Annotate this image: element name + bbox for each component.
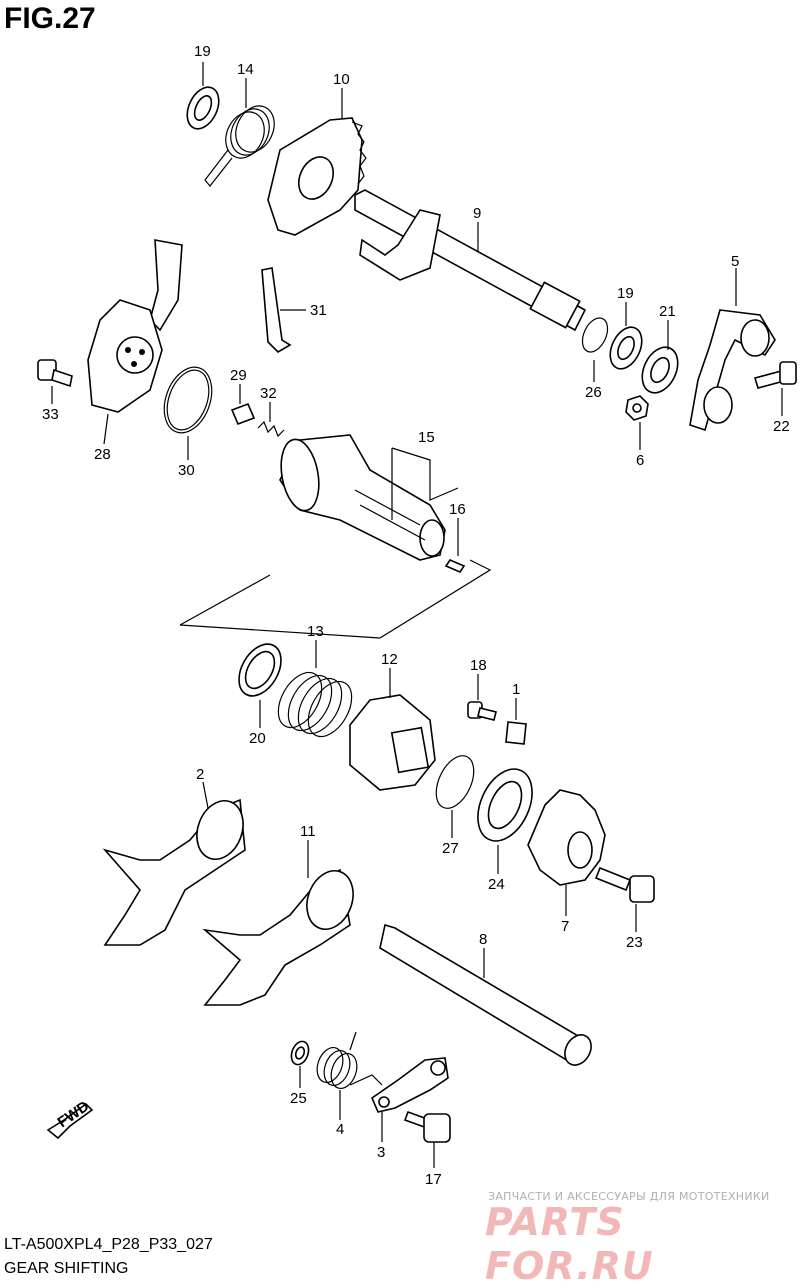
- part-24-bearing[interactable]: [467, 760, 543, 849]
- part-12-stopper[interactable]: [349, 694, 436, 791]
- callout-31[interactable]: 31: [310, 302, 327, 319]
- callout-32[interactable]: 32: [260, 385, 277, 402]
- part-26-circlip[interactable]: [577, 314, 612, 356]
- part-4-spring[interactable]: [313, 1031, 383, 1092]
- part-7-gear[interactable]: [527, 789, 606, 886]
- callout-17[interactable]: 17: [425, 1171, 442, 1188]
- part-27-circlip[interactable]: [429, 750, 482, 814]
- watermark-tagline: ЗАПЧАСТИ И АКСЕССУАРЫ ДЛЯ МОТОТЕХНИКИ: [488, 1190, 770, 1203]
- part-14-spring[interactable]: [204, 100, 281, 187]
- part-28-cover[interactable]: [87, 239, 183, 413]
- assembly-bracket-outline: [179, 559, 492, 639]
- part-1-nut[interactable]: [505, 721, 527, 745]
- callout-13[interactable]: 13: [307, 623, 324, 640]
- callout-8[interactable]: 8: [479, 931, 487, 948]
- callout-29[interactable]: 29: [230, 367, 247, 384]
- callout-labels: 19 14 10 9 31 5 19 21 26 22 6 33 28 30 2…: [42, 43, 790, 1188]
- callout-5[interactable]: 5: [731, 253, 739, 270]
- part-20-washer[interactable]: [230, 637, 289, 703]
- part-22-bolt[interactable]: [753, 361, 797, 389]
- part-9-shift-shaft[interactable]: [354, 189, 587, 332]
- callout-19-top[interactable]: 19: [194, 43, 211, 60]
- callout-16[interactable]: 16: [449, 501, 466, 518]
- part-5-link-arm[interactable]: [689, 309, 776, 432]
- part-6-nut[interactable]: [625, 395, 649, 421]
- part-15-cam-drum[interactable]: [276, 434, 446, 561]
- part-25-washer[interactable]: [288, 1039, 311, 1067]
- callout-9[interactable]: 9: [473, 205, 481, 222]
- callout-14[interactable]: 14: [237, 61, 254, 78]
- callout-30[interactable]: 30: [178, 462, 195, 479]
- part-11-shift-fork[interactable]: [202, 864, 361, 1006]
- part-29-pin[interactable]: [230, 402, 256, 426]
- callout-18[interactable]: 18: [470, 657, 487, 674]
- callout-6[interactable]: 6: [636, 452, 644, 469]
- watermark-logo: PARTS FOR.RU: [485, 1200, 654, 1288]
- callout-15[interactable]: 15: [418, 429, 435, 446]
- part-16-pin[interactable]: [444, 559, 466, 573]
- callout-4[interactable]: 4: [336, 1121, 344, 1138]
- part-3-stopper-arm[interactable]: [371, 1057, 449, 1113]
- part-33-bolt[interactable]: [37, 359, 73, 388]
- part-31-clip[interactable]: [261, 267, 292, 354]
- callout-25[interactable]: 25: [290, 1090, 307, 1107]
- part-21-oil-seal[interactable]: [635, 341, 684, 398]
- callout-12[interactable]: 12: [381, 651, 398, 668]
- callout-21[interactable]: 21: [659, 303, 676, 320]
- part-19-washer-mid[interactable]: [604, 322, 648, 374]
- callout-7[interactable]: 7: [561, 918, 569, 935]
- part-8-fork-shaft[interactable]: [379, 923, 596, 1070]
- part-19-washer-top[interactable]: [181, 82, 225, 134]
- callout-27[interactable]: 27: [442, 840, 459, 857]
- callout-24[interactable]: 24: [488, 876, 505, 893]
- callout-33[interactable]: 33: [42, 406, 59, 423]
- figure-code: LT-A500XPL4_P28_P33_027: [4, 1236, 213, 1253]
- figure-name: GEAR SHIFTING: [4, 1260, 129, 1277]
- part-17-bolt[interactable]: [403, 1110, 451, 1143]
- fwd-label: FWD: [55, 1098, 93, 1132]
- part-2-shift-fork[interactable]: [102, 794, 251, 946]
- callout-28[interactable]: 28: [94, 446, 111, 463]
- callout-1[interactable]: 1: [512, 681, 520, 698]
- part-30-o-ring[interactable]: [156, 361, 221, 440]
- part-13-spring[interactable]: [269, 665, 360, 744]
- figure-title: FIG.27: [4, 2, 96, 35]
- callout-23[interactable]: 23: [626, 934, 643, 951]
- part-18-bolt[interactable]: [467, 701, 497, 721]
- fwd-arrow-icon: FWD: [46, 1098, 94, 1140]
- part-23-bolt[interactable]: [594, 866, 655, 903]
- part-10-shift-arm[interactable]: [267, 117, 367, 236]
- callout-10[interactable]: 10: [333, 71, 350, 88]
- part-32-spring[interactable]: [257, 420, 285, 438]
- callout-26[interactable]: 26: [585, 384, 602, 401]
- callout-2[interactable]: 2: [196, 766, 204, 783]
- callout-20[interactable]: 20: [249, 730, 266, 747]
- leader-lines: [51, 62, 783, 1168]
- callout-19-mid[interactable]: 19: [617, 285, 634, 302]
- callout-3[interactable]: 3: [377, 1144, 385, 1161]
- callout-11[interactable]: 11: [300, 823, 316, 840]
- callout-22[interactable]: 22: [773, 418, 790, 435]
